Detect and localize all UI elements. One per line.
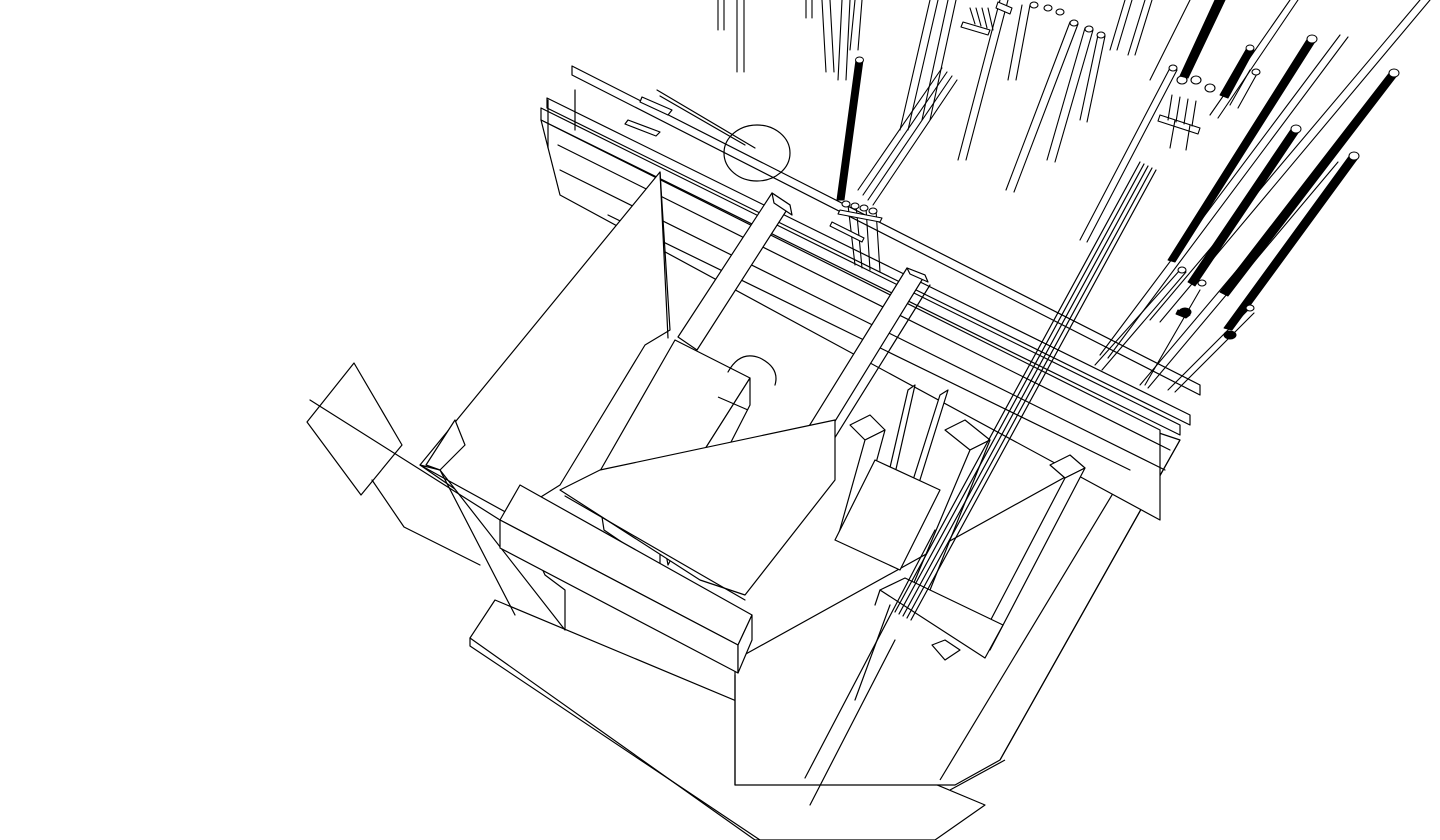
pipe-clamp-top: [960, 1, 1013, 36]
circle-marker: [624, 89, 791, 182]
long-diagonal-rod-bundle: [804, 161, 1157, 806]
pipe-feet-cluster-center: [829, 200, 883, 273]
corner-bracket-left: [249, 220, 305, 265]
slanted-pipe-bundle-center: [857, 67, 958, 206]
short-rod-cluster-left: [291, 181, 334, 221]
hanging-pipes-upper-right: [899, 0, 1191, 243]
hanging-pipes-far-right: [1094, 0, 1431, 393]
interior-fins: [834, 384, 1086, 651]
left-front-fragment: [306, 362, 501, 566]
solid-pipe-center: [836, 56, 864, 201]
right-crossbar: [874, 577, 1004, 661]
central-beam-upper: [677, 192, 793, 351]
solid-pipes-right: [1167, 0, 1400, 340]
central-floor-panel: [559, 419, 836, 601]
hanging-pipes-top-center: [717, 0, 863, 81]
front-beam: [499, 484, 753, 786]
pipe-clamp-right: [1157, 75, 1216, 151]
